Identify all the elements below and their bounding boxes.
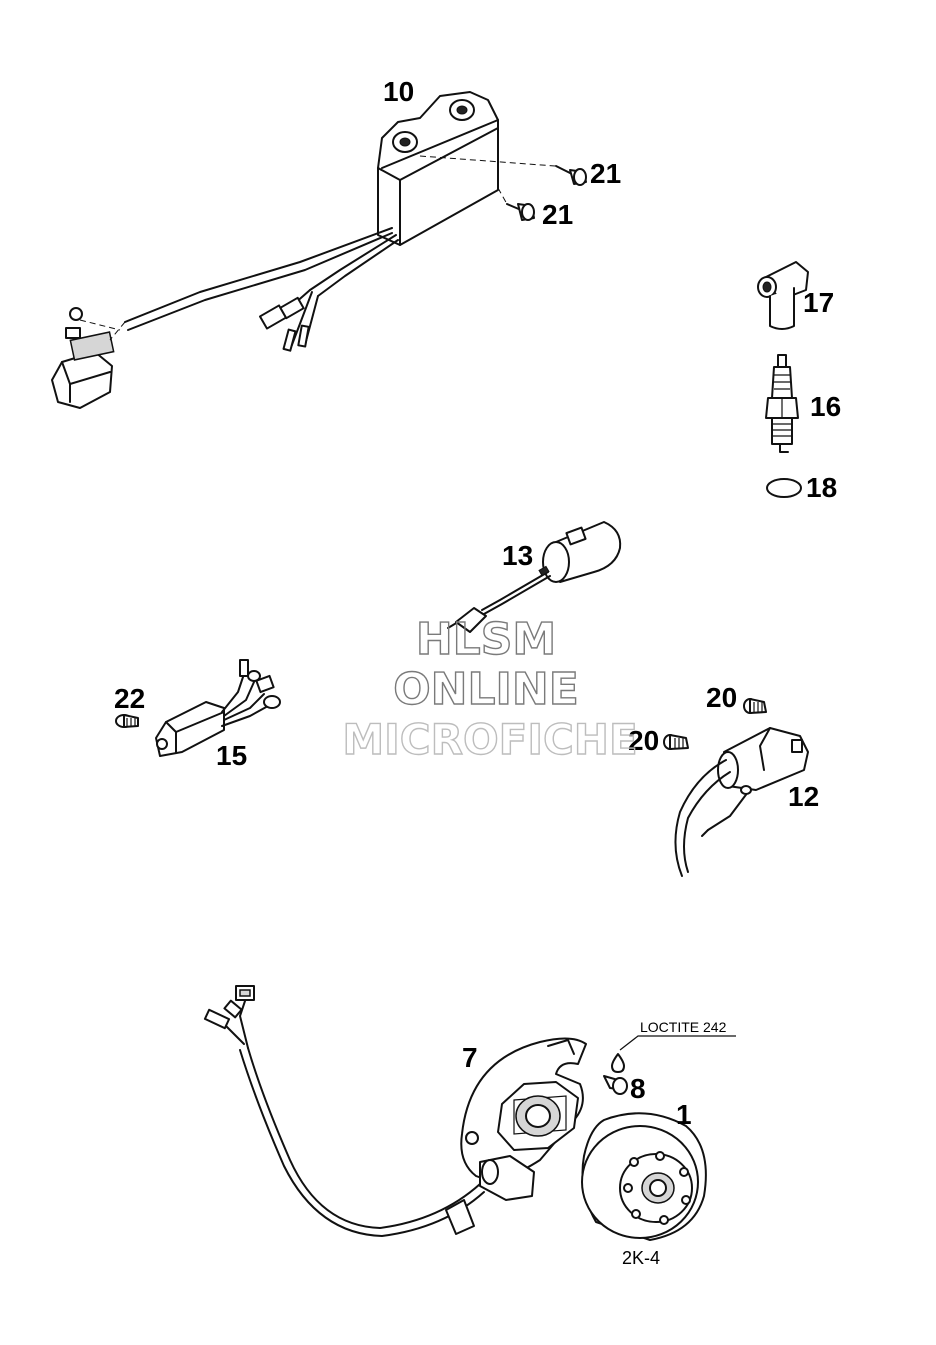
- callout-22: 22: [114, 683, 145, 714]
- watermark-line-1: HLSM: [416, 614, 556, 665]
- callout-20-lower: 20: [628, 725, 659, 756]
- callout-1: 1: [676, 1099, 692, 1130]
- part-12-ignition-coil[interactable]: [674, 727, 809, 877]
- loctite-note: LOCTITE 242: [640, 1019, 727, 1035]
- part-7-stator[interactable]: [203, 985, 587, 1237]
- callout-10: 10: [383, 76, 414, 107]
- callout-21-upper: 21: [590, 158, 621, 189]
- part-20-screw-lower[interactable]: [663, 734, 689, 750]
- watermark-line-3: MICROFICHE: [342, 715, 637, 764]
- callout-20-upper: 20: [706, 682, 737, 713]
- part-18-sealing-ring[interactable]: [766, 478, 802, 498]
- part-22-screw[interactable]: [115, 714, 139, 728]
- part-20-screw-upper[interactable]: [743, 698, 767, 714]
- callout-8: 8: [630, 1073, 646, 1104]
- callout-7: 7: [462, 1042, 478, 1073]
- part-21-screw-upper[interactable]: [419, 155, 587, 186]
- part-8-screw[interactable]: [603, 1035, 736, 1095]
- callout-21-lower: 21: [542, 199, 573, 230]
- part-1-rotor[interactable]: [581, 1112, 707, 1241]
- callout-18: 18: [806, 472, 837, 503]
- callout-12: 12: [788, 781, 819, 812]
- callout-16: 16: [810, 391, 841, 422]
- diagram-reference: 2K-4: [622, 1248, 660, 1268]
- part-21-screw-lower[interactable]: [497, 187, 535, 221]
- part-16-spark-plug[interactable]: [765, 354, 799, 453]
- watermark: HLSM ONLINE MICROFICHE: [342, 613, 639, 764]
- part-15-voltage-regulator[interactable]: [155, 659, 281, 757]
- callout-17: 17: [803, 287, 834, 318]
- part-13-pulse-generator[interactable]: [447, 521, 622, 633]
- callout-15: 15: [216, 740, 247, 771]
- callout-13: 13: [502, 540, 533, 571]
- part-10-cdi-unit[interactable]: [51, 91, 499, 409]
- watermark-line-2: ONLINE: [393, 664, 579, 715]
- part-17-spark-plug-cap[interactable]: [757, 261, 809, 330]
